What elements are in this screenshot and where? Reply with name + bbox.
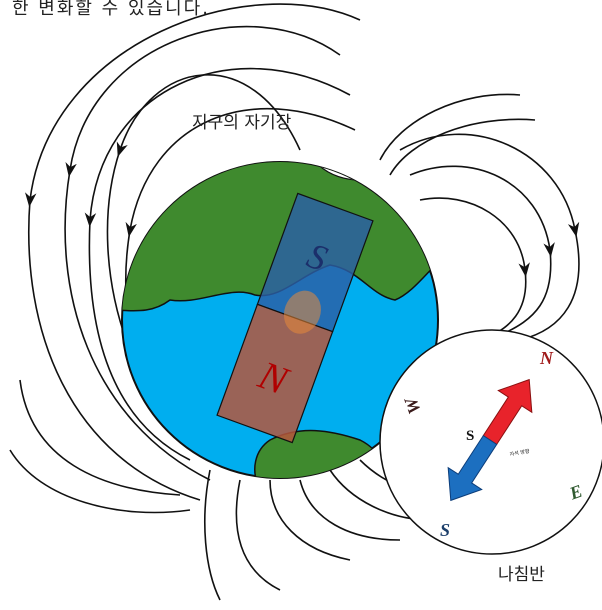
field-line — [419, 197, 530, 341]
field-line — [19, 379, 181, 496]
needle-label: S — [466, 428, 474, 444]
compass-south: S — [440, 520, 450, 540]
field-line — [64, 25, 341, 481]
field-line — [269, 479, 351, 561]
field-line — [379, 93, 521, 161]
field-line — [9, 449, 191, 514]
field-line — [399, 133, 580, 341]
field-line — [389, 118, 536, 176]
earth-magnetic-field-label: 지구의 자기장 — [192, 113, 292, 133]
field-line — [84, 67, 351, 461]
needle-small-text: 자석 방향 — [509, 448, 530, 458]
needle-south-half — [447, 434, 498, 502]
compass-label: 나침반 — [498, 565, 545, 585]
compass-east: E — [566, 481, 585, 504]
field-line — [299, 479, 401, 541]
field-line — [24, 3, 361, 501]
field-line — [409, 165, 555, 336]
bar-magnet: S N — [216, 192, 374, 444]
field-line — [235, 479, 281, 591]
compass-needle — [447, 378, 533, 502]
needle-north-half — [482, 378, 533, 446]
compass: N W E S S 자석 방향 — [379, 329, 602, 555]
field-line — [204, 469, 221, 601]
top-cropped-text: 한 변화할 수 있습니다. — [12, 0, 210, 19]
compass-north: N — [539, 348, 554, 368]
